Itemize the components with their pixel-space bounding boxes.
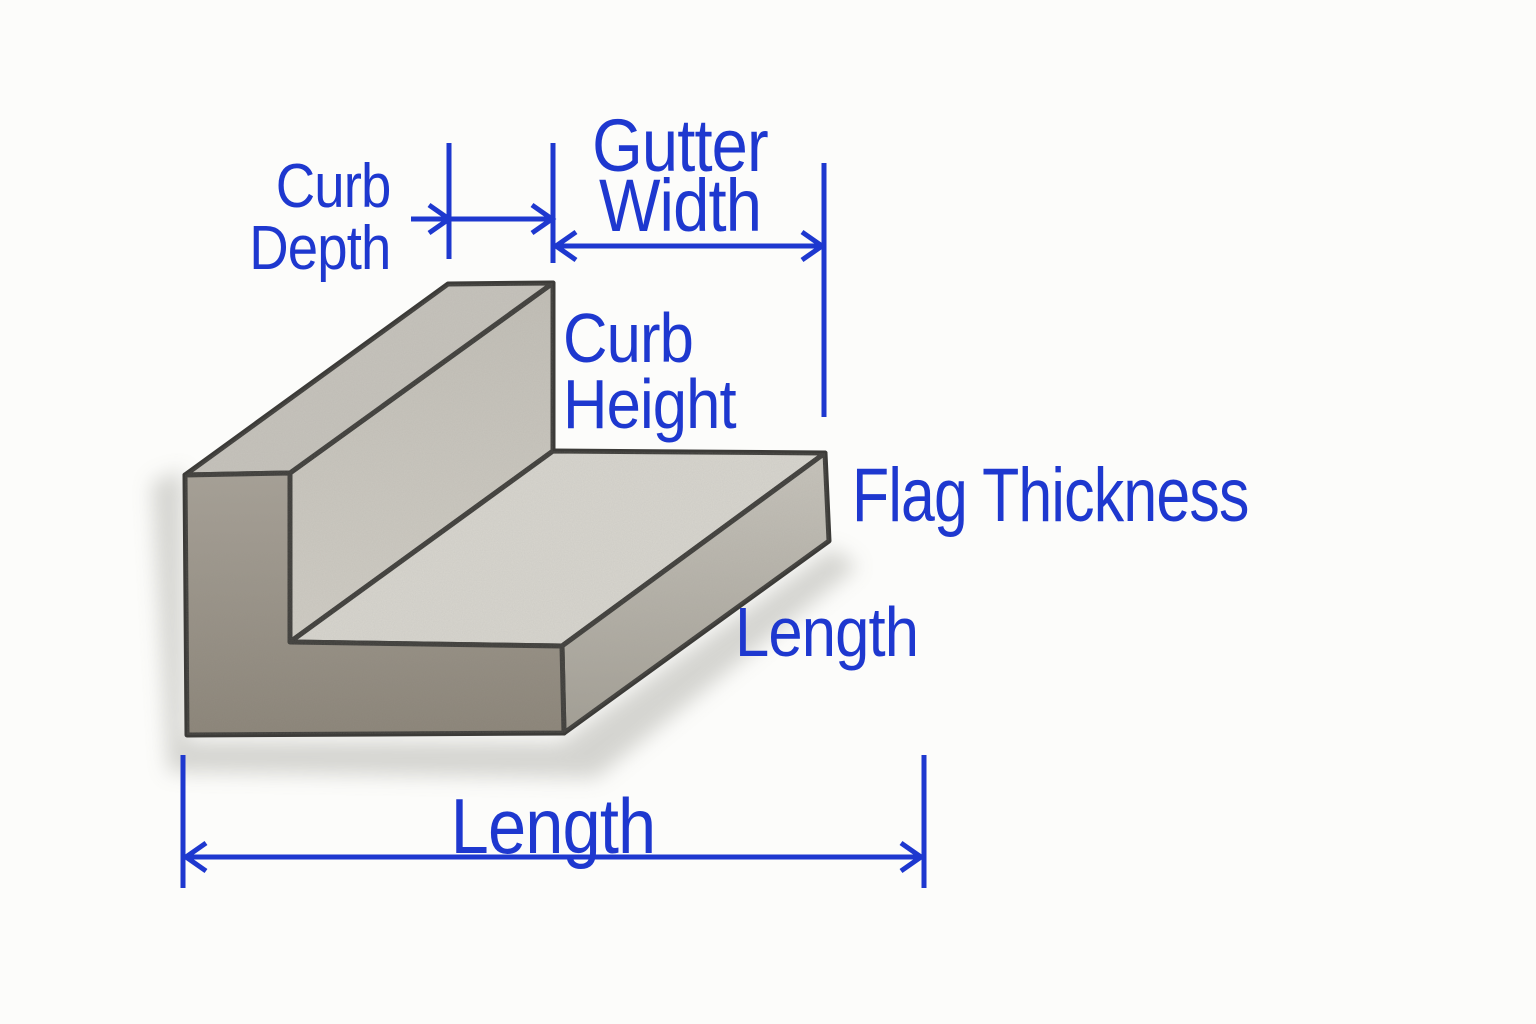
drop-shadow xyxy=(152,470,858,778)
curb-depth-label-line1: Curb xyxy=(275,152,391,221)
length-side-label: Length xyxy=(735,593,919,671)
dimension-annotations xyxy=(180,143,927,888)
curb-depth-arrowhead-1 xyxy=(427,202,454,236)
length-arrowhead-left xyxy=(181,840,208,874)
length-bottom-label: Length xyxy=(450,782,657,870)
flag-thickness-label: Flag Thickness xyxy=(852,453,1249,538)
curb-height-label-line1: Curb xyxy=(563,299,694,377)
curb-height-label: Curb Height xyxy=(563,299,737,443)
curb-depth-arrowhead-2 xyxy=(530,202,557,236)
concrete-grain-texture xyxy=(185,283,829,735)
gutter-width-label-line2: Width xyxy=(598,164,762,247)
gutter-width-label: Gutter Width xyxy=(504,104,856,247)
gutter-width-label-line1: Gutter xyxy=(592,104,769,187)
curb-height-label-line2: Height xyxy=(563,365,737,443)
length-arrowhead-right xyxy=(899,840,926,874)
curb-depth-label-line2: Depth xyxy=(248,214,391,283)
gutter-width-arrowhead-left xyxy=(551,229,578,263)
curb-depth-label: Curb Depth xyxy=(248,152,391,283)
